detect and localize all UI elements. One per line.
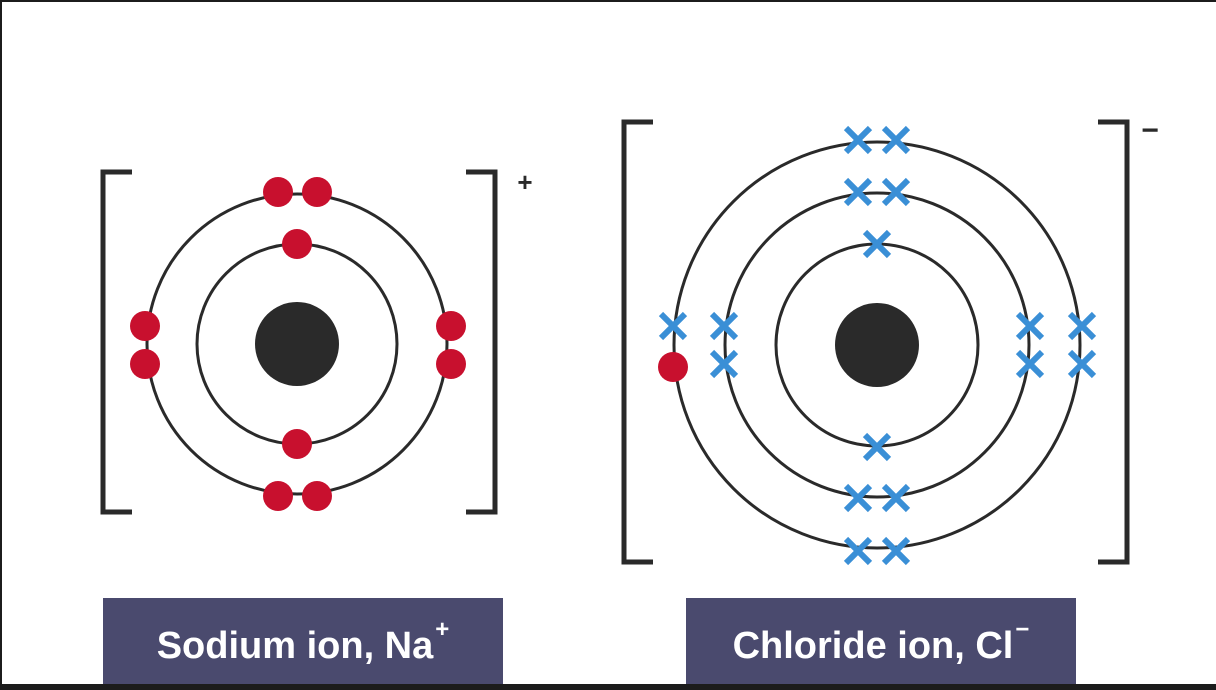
chloride-shell-3 [672, 140, 1082, 550]
chloride-electron-cross [1015, 349, 1045, 379]
chloride-electron-cross [843, 536, 873, 566]
sodium-label: Sodium ion, Na+ [103, 598, 503, 684]
chloride-electron-cross [709, 349, 739, 379]
chloride-electron-cross [862, 432, 892, 462]
sodium-electron [436, 349, 466, 379]
sodium-electron [302, 177, 332, 207]
sodium-electron [282, 229, 312, 259]
chloride-electron-cross [1067, 311, 1097, 341]
sodium-label-text: Sodium ion, Na [156, 624, 434, 667]
chloride-electron-cross [709, 311, 739, 341]
chloride-electron-cross [1015, 311, 1045, 341]
chloride-electron-cross [862, 229, 892, 259]
chloride-electron-cross [1067, 349, 1097, 379]
chloride-electron-cross [843, 177, 873, 207]
sodium-electron [302, 481, 332, 511]
sodium-electron [130, 349, 160, 379]
chloride-electron-cross [658, 311, 688, 341]
chloride-label-superscript: − [1015, 616, 1030, 643]
sodium-electron [436, 311, 466, 341]
sodium-left-bracket [100, 169, 132, 515]
chloride-label-text: Chloride ion, Cl [732, 624, 1014, 667]
chloride-right-bracket [1098, 119, 1130, 565]
chloride-electron-cross [843, 483, 873, 513]
chloride-shell-2 [723, 191, 1031, 499]
chloride-electrons [658, 125, 1097, 566]
sodium-electron [263, 481, 293, 511]
sodium-electron [130, 311, 160, 341]
sodium-electron [263, 177, 293, 207]
chloride-electron-cross [881, 125, 911, 155]
chloride-nucleus [835, 303, 919, 387]
chloride-electron-cross [881, 536, 911, 566]
sodium-ion: + [100, 167, 533, 515]
chloride-left-bracket [621, 119, 653, 565]
sodium-electron [282, 429, 312, 459]
sodium-nucleus [255, 302, 339, 386]
chloride-electron-cross [881, 483, 911, 513]
chloride-electron-cross [881, 177, 911, 207]
sodium-shell-2 [145, 192, 449, 496]
chloride-ion: − [621, 114, 1159, 566]
transferred-electron [658, 352, 688, 382]
sodium-label-superscript: + [435, 616, 450, 643]
chloride-charge: − [1141, 114, 1159, 147]
chloride-label: Chloride ion, Cl− [686, 598, 1076, 684]
sodium-right-bracket [466, 169, 498, 515]
chloride-electron-cross [843, 125, 873, 155]
sodium-charge: + [517, 167, 532, 197]
